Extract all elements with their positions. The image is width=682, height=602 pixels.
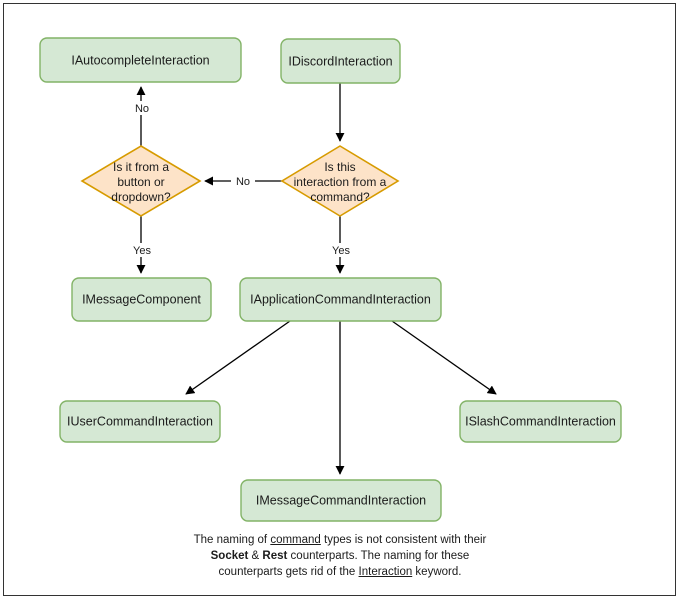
edge-decision-button-to-message-component: Yes (129, 216, 155, 274)
caption-socket-keyword: Socket (210, 550, 249, 562)
decision-button-line-2: button or (117, 175, 164, 189)
edge-application-command-to-user-command (185, 320, 291, 395)
caption-command-keyword: command (270, 534, 321, 546)
caption-line1-part-a: The naming of (193, 534, 271, 546)
node-application-command-interaction[interactable]: IApplicationCommandInteraction (239, 277, 442, 322)
node-slash-command-interaction[interactable]: ISlashCommandInteraction (459, 400, 622, 443)
node-autocomplete-interaction[interactable]: IAutocompleteInteraction (39, 37, 242, 83)
decision-command-line-2: interaction from a (294, 175, 387, 189)
edge-decision-command-to-application-command: Yes (328, 216, 354, 274)
node-user-command-interaction[interactable]: IUserCommandInteraction (59, 400, 221, 443)
node-label-message-command-interaction: IMessageCommandInteraction (256, 493, 426, 507)
edge-decision-command-to-decision-button: No (204, 174, 282, 188)
edge-label-yes-left: Yes (133, 245, 151, 257)
node-label-application-command-interaction: IApplicationCommandInteraction (250, 292, 431, 306)
edge-label-yes-right: Yes (332, 245, 350, 257)
node-message-component[interactable]: IMessageComponent (71, 277, 212, 322)
caption-ampersand: & (248, 550, 263, 562)
node-discord-interaction[interactable]: IDiscordInteraction (280, 38, 401, 84)
decision-button-line-1: Is it from a (113, 160, 169, 174)
edge-label-no-left: No (236, 176, 250, 188)
edge-label-no-up: No (135, 103, 149, 115)
node-label-discord-interaction: IDiscordInteraction (288, 54, 392, 68)
caption-line3-part-b: keyword. (412, 566, 462, 578)
node-message-command-interaction[interactable]: IMessageCommandInteraction (240, 479, 442, 522)
node-decision-button-or-dropdown[interactable]: Is it from a button or dropdown? (80, 145, 202, 217)
caption-rest-keyword: Rest (262, 550, 288, 562)
node-label-slash-command-interaction: ISlashCommandInteraction (465, 414, 616, 428)
caption-line1-part-b: types is not consistent with their (320, 534, 487, 546)
caption-interaction-keyword: Interaction (358, 566, 413, 578)
node-label-autocomplete-interaction: IAutocompleteInteraction (71, 53, 209, 67)
decision-command-line-3: command? (310, 190, 370, 204)
node-label-message-component: IMessageComponent (82, 292, 201, 306)
edge-application-command-to-slash-command (391, 320, 497, 395)
node-label-user-command-interaction: IUserCommandInteraction (67, 414, 213, 428)
edge-decision-button-to-autocomplete: No (130, 86, 154, 146)
caption-line2-rest: counterparts. The naming for these (287, 550, 470, 562)
diagram-caption: The naming of command types is not consi… (90, 532, 590, 580)
caption-line3-part-a: counterparts gets rid of the (218, 566, 359, 578)
decision-button-line-3: dropdown? (111, 190, 171, 204)
node-decision-from-command[interactable]: Is this interaction from a command? (280, 145, 400, 217)
decision-command-line-1: Is this (324, 160, 355, 174)
